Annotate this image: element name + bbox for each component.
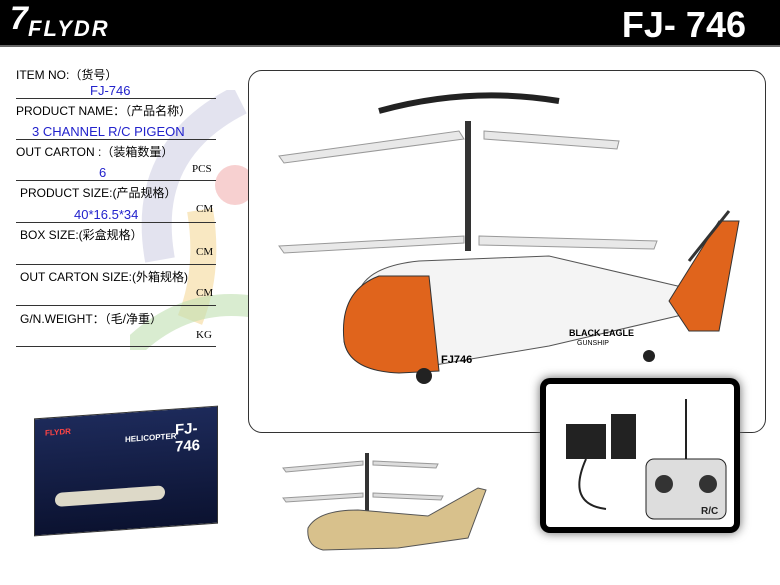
out-carton-value: 6 [99, 165, 107, 180]
out-carton-label: OUT CARTON :（装箱数量） [16, 145, 174, 159]
remote-control-frame: R/C [540, 378, 740, 533]
product-size-unit: CM [196, 203, 214, 215]
box-size-label: BOX SIZE:(彩盒规格） [20, 228, 143, 242]
remote-control-image: R/C [566, 399, 727, 520]
box-line1: HELICOPTER [125, 431, 177, 445]
item-no-value: FJ-746 [90, 83, 131, 98]
weight-label: G/N.WEIGHT：（毛/净重） [20, 312, 162, 326]
product-name-label: PRODUCT NAME：（产品名称） [16, 104, 192, 118]
divider [16, 222, 216, 223]
divider [16, 264, 216, 265]
divider [16, 139, 216, 140]
out-carton-size-label: OUT CARTON SIZE:(外箱规格) [20, 270, 189, 284]
helicopter-label-line2: GUNSHIP [577, 340, 609, 347]
divider [16, 346, 216, 347]
main-product-frame: BLACK EAGLE GUNSHIP FJ746 [248, 70, 766, 433]
divider [16, 98, 216, 99]
product-name-value: 3 CHANNEL R/C PIGEON [32, 124, 185, 139]
model-title: FJ- 746 [621, 4, 746, 45]
remote-label: R/C [701, 506, 718, 517]
tan-helicopter-image [282, 453, 487, 551]
box-size-unit: CM [196, 246, 214, 258]
out-carton-unit: PCS [192, 163, 212, 175]
product-size-value: 40*16.5*34 [74, 207, 139, 222]
divider [16, 180, 216, 181]
box-brand: FLYDR [45, 426, 71, 438]
out-carton-size-unit: CM [196, 287, 214, 299]
product-size-label: PRODUCT SIZE:(产品规格） [20, 186, 177, 200]
helicopter-image: BLACK EAGLE GUNSHIP FJ746 [278, 92, 740, 384]
helicopter-code: FJ746 [441, 354, 472, 366]
divider [16, 305, 216, 306]
weight-unit: KG [196, 329, 212, 341]
item-no-label: ITEM NO:（货号） [16, 68, 118, 82]
retail-box-image: FLYDR HELICOPTER FJ-746 [34, 405, 218, 537]
helicopter-label-line1: BLACK EAGLE [569, 328, 634, 338]
box-model: FJ-746 [175, 420, 201, 456]
